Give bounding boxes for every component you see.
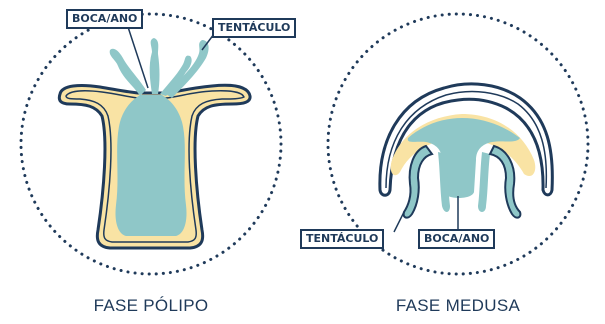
medusa-tentacle-pointer: [394, 212, 404, 232]
polyp-group: [21, 14, 281, 274]
polyp-caption: FASE PÓLIPO: [76, 296, 226, 316]
polyp-tentacle-center: [150, 38, 160, 94]
medusa-tentacle-label: TENTÁCULO: [300, 229, 384, 249]
polyp-tentacle-label: TENTÁCULO: [212, 18, 296, 38]
medusa-mouth-label: BOCA/ANO: [418, 229, 495, 249]
polyp-mouth-label: BOCA/ANO: [66, 9, 143, 29]
medusa-caption: FASE MEDUSA: [380, 296, 536, 316]
medusa-tentacle-3: [478, 152, 490, 212]
polyp-gastric-cavity: [115, 95, 186, 236]
